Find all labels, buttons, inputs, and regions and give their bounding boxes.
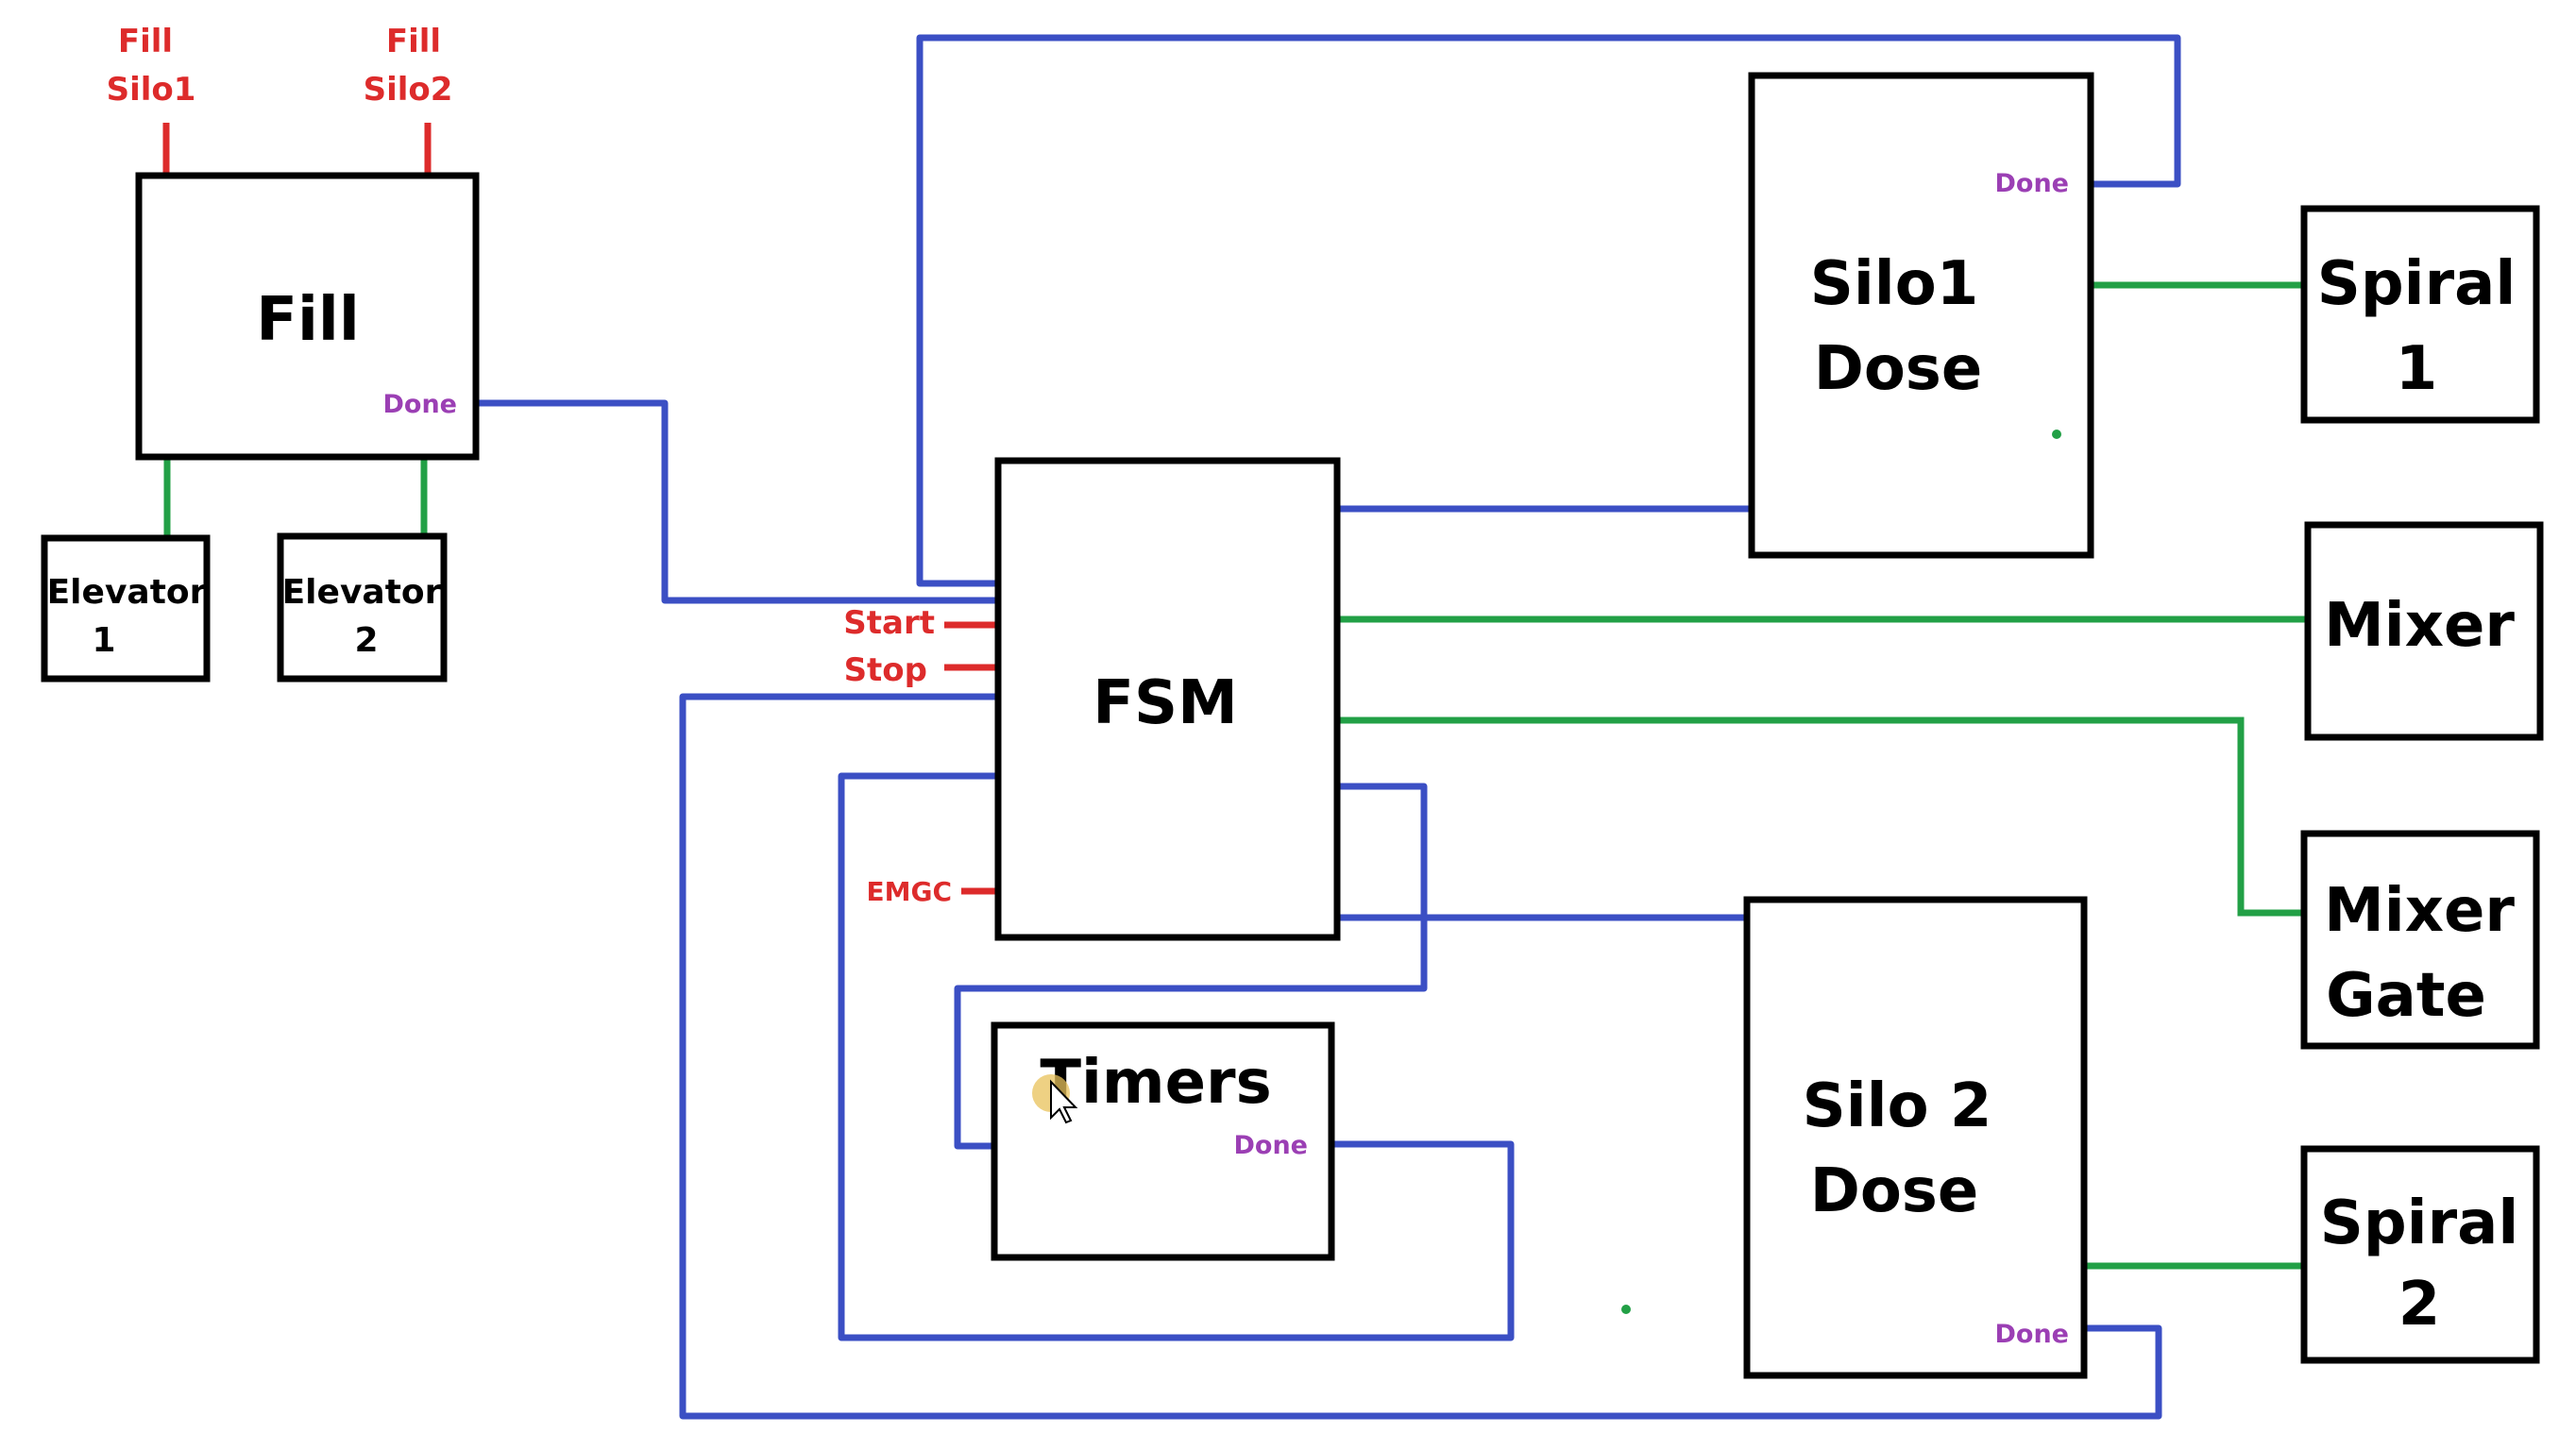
mouse-cursor-icon [1050,1079,1078,1124]
fsm-block: FSM [994,457,1341,941]
wire-silo2-done-to-fsm [679,693,2162,1420]
elevator1-block: Elevator 1 [41,534,211,683]
mixer-gate-label-line1: Mixer [2324,876,2515,946]
wire-fsm-to-timers [954,783,1428,1150]
actuator-wires [163,281,2308,1270]
timers-block: Timers Done [991,1021,1335,1261]
spiral2-label-line2: 2 [2398,1270,2441,1340]
fill-block: Fill Done [135,172,480,461]
fill-done-label: Done [383,390,458,419]
silo1-dose-block: Silo1 Dose Done [1748,72,2094,559]
fill-silo2-label-line1: Fill [386,23,441,60]
silo1-dose-label-line2: Dose [1814,334,1983,404]
silo2-dose-label-line2: Dose [1810,1156,1979,1226]
mixer-gate-block: Mixer Gate [2300,830,2540,1050]
spiral1-block: Spiral 1 [2300,205,2540,424]
timers-block-title: Timers [1040,1048,1271,1118]
start-label: Start [843,604,935,642]
mixer-block-title: Mixer [2324,591,2515,661]
elevator1-label-line2: 1 [92,621,115,660]
input-signals: Fill Silo1 Fill Silo2 Start Stop EMGC [107,23,998,907]
wire-silo1-done-to-fsm [916,34,2181,587]
silo2-done-label: Done [1995,1320,2070,1349]
wire-fill-done-to-fsm [477,399,998,604]
silo1-dose-label-line1: Silo1 [1810,249,1978,319]
silo2-dose-block: Silo 2 Dose Done [1743,896,2088,1379]
silo1-done-label: Done [1995,169,2070,198]
timers-done-label: Done [1234,1131,1309,1160]
spiral2-label-line1: Spiral [2320,1189,2519,1258]
wire-fsm-to-mixer-gate [1337,717,2304,917]
elevator1-label-line1: Elevator [47,573,207,612]
fill-silo2-label-line2: Silo2 [364,71,453,109]
spiral1-label-line2: 1 [2396,334,2438,404]
silo2-dose-label-line1: Silo 2 [1803,1071,1992,1141]
stray-dot [1621,1305,1631,1314]
fill-silo1-label-line1: Fill [118,23,173,60]
emgc-label: EMGC [866,876,952,907]
elevator2-block: Elevator 2 [277,532,448,683]
elevator2-label-line2: 2 [354,621,378,660]
fill-block-title: Fill [256,285,360,355]
fsm-block-title: FSM [1093,668,1238,738]
wire-timers-done-to-fsm [838,772,1515,1341]
stop-label: Stop [844,651,927,689]
mixer-block: Mixer [2304,521,2544,741]
spiral2-block: Spiral 2 [2300,1145,2540,1364]
spiral1-label-line1: Spiral [2317,249,2517,319]
control-wires [477,34,2181,1420]
mixer-gate-label-line2: Gate [2326,961,2486,1031]
fill-silo1-label-line2: Silo1 [107,71,196,109]
elevator2-label-line1: Elevator [282,573,442,612]
stray-dot [2052,430,2061,439]
